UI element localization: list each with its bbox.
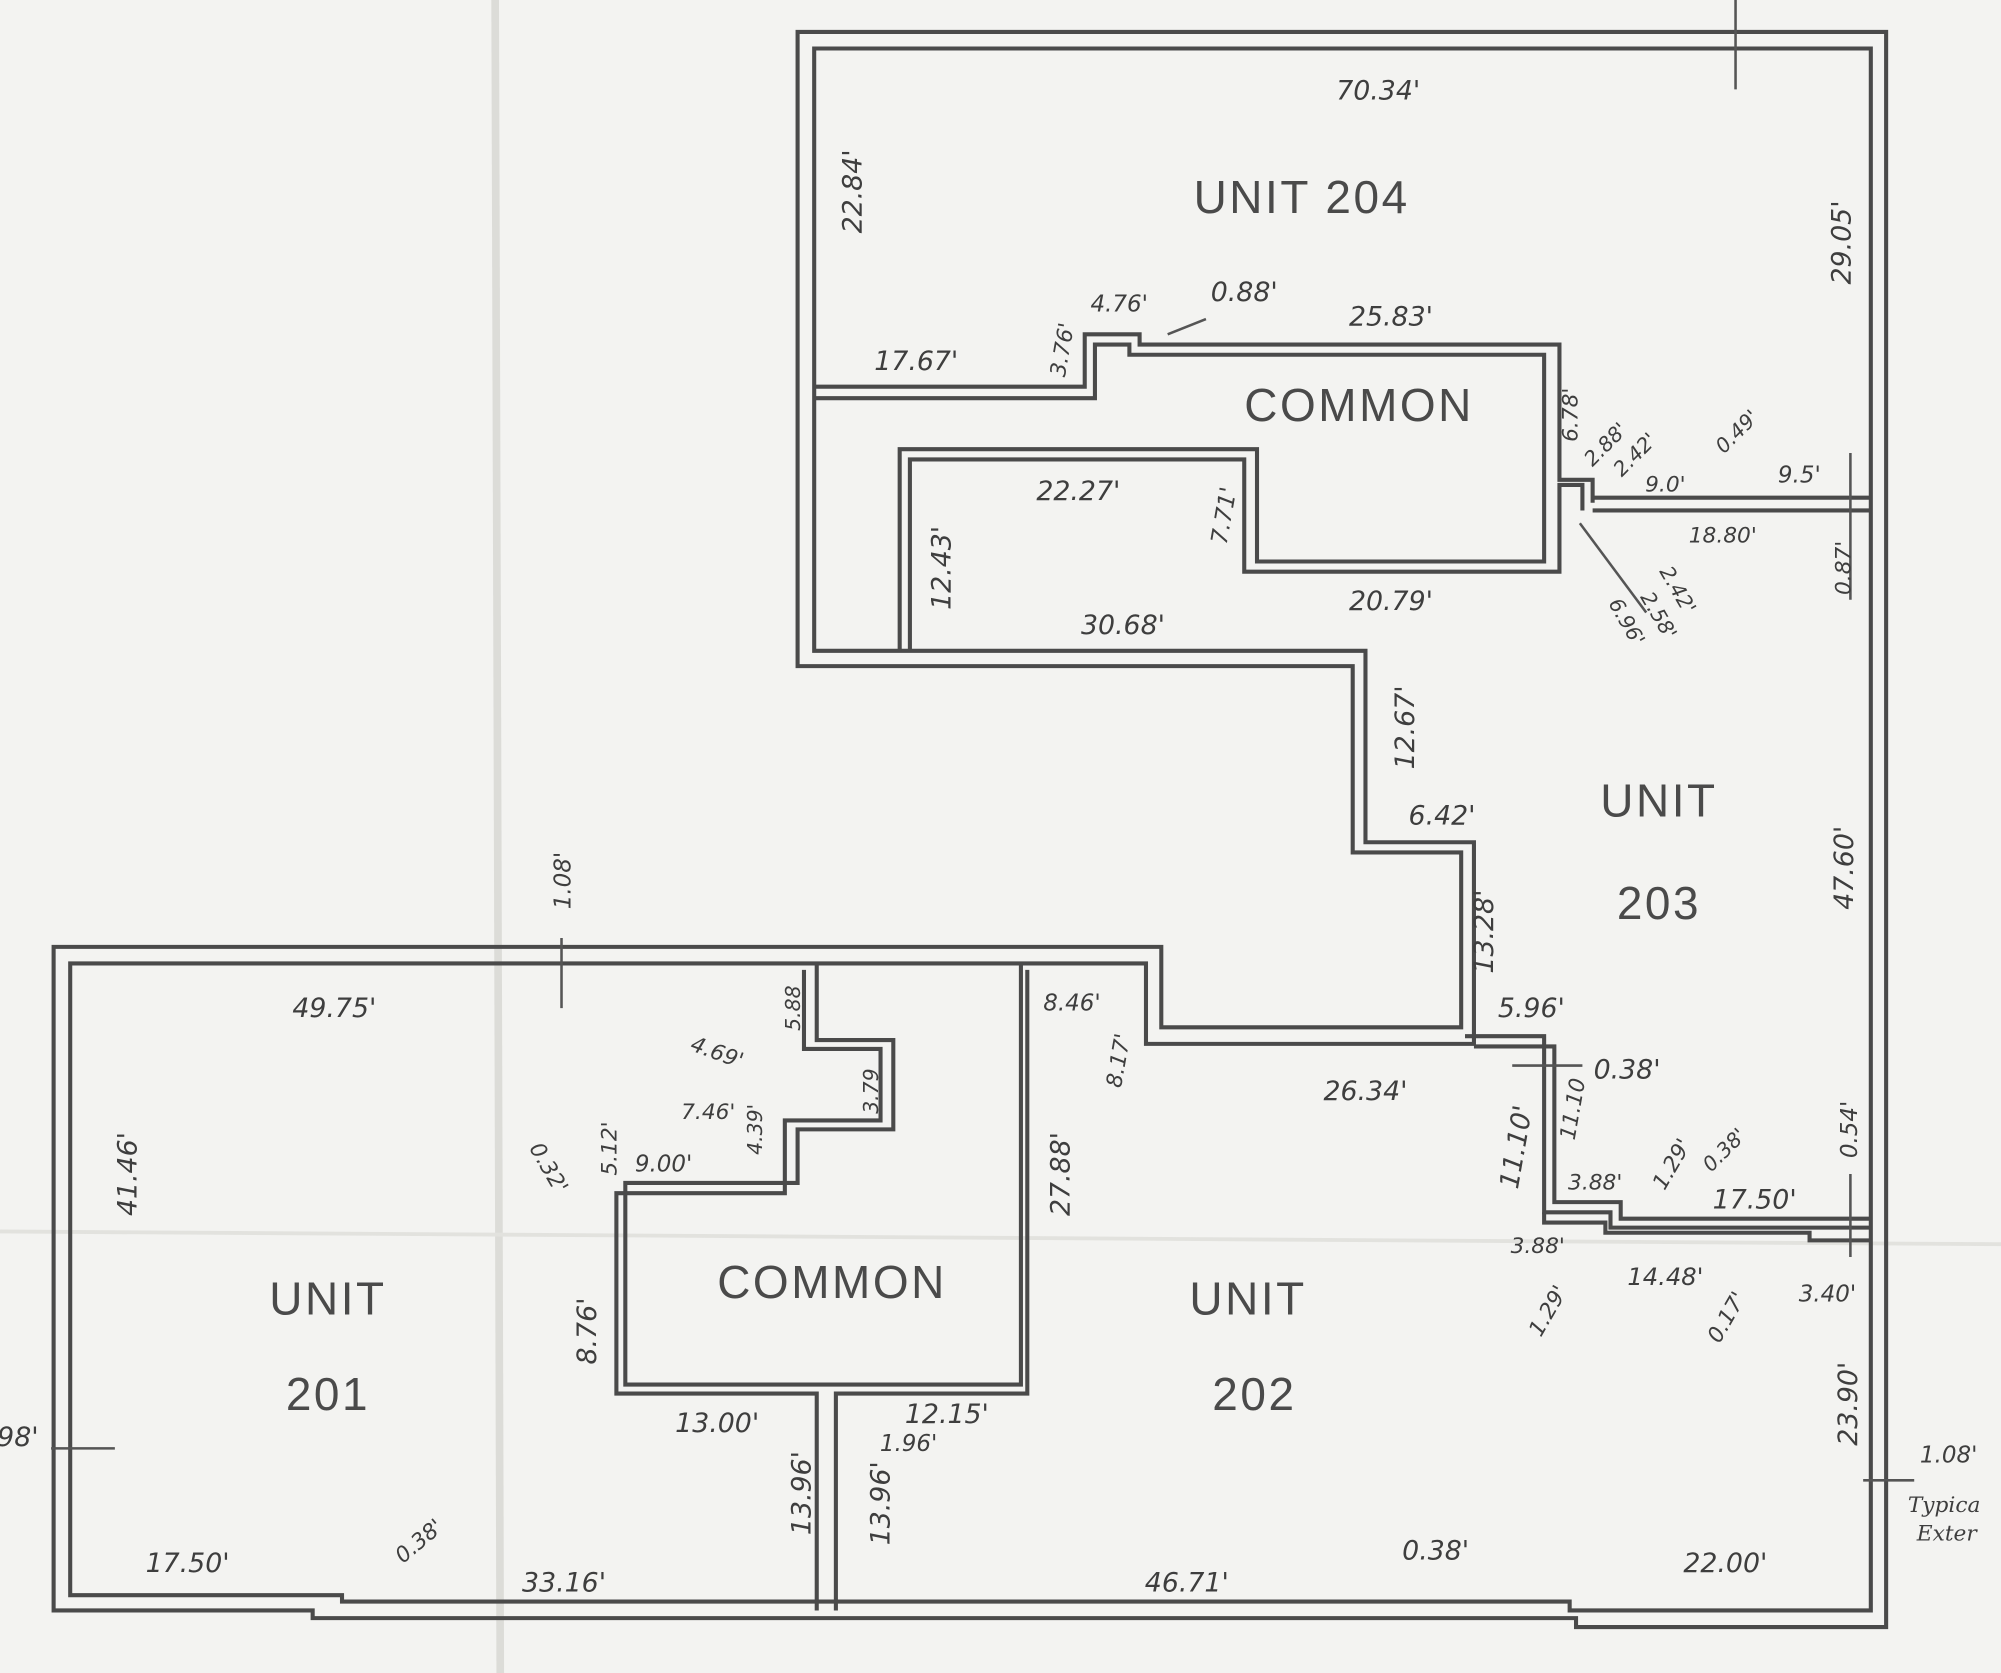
dimension-label: 26.34'	[1323, 1076, 1407, 1107]
room-label-unit-203-number: 203	[1617, 877, 1701, 929]
dimension-label: 0.88'	[1211, 277, 1278, 308]
dimension-label: 5.88	[781, 985, 805, 1030]
dimension-label: 1.29'	[1648, 1135, 1697, 1194]
dimension-label: 23.90'	[1833, 1362, 1864, 1446]
dimension-label: 11.10'	[1494, 1103, 1539, 1191]
room-label-unit-202: UNIT	[1189, 1272, 1306, 1324]
dimension-label: 46.71'	[1145, 1567, 1229, 1598]
dimension-label: 13.00'	[675, 1408, 759, 1439]
dimension-label: 0.54'	[1837, 1101, 1863, 1158]
dimension-label: 25.83'	[1349, 301, 1433, 332]
dimension-label: 9.5'	[1778, 462, 1821, 488]
dimension-label: 9.00'	[635, 1151, 692, 1177]
dimension-label: 3.88'	[1511, 1234, 1565, 1259]
dimension-label: 6.42'	[1409, 800, 1476, 831]
room-label-unit-203: UNIT	[1600, 775, 1717, 827]
room-label-unit-201-number: 201	[286, 1368, 370, 1420]
dimension-label: 3.88'	[1568, 1170, 1622, 1195]
dimension-label: 3.76'	[1046, 321, 1080, 379]
note-exterior: Exter	[1916, 1521, 1979, 1546]
dimension-label: 20.79'	[1349, 586, 1433, 617]
dimension-label: 17.50'	[1713, 1184, 1797, 1215]
dimension-label: 0.38'	[1402, 1535, 1469, 1566]
dimension-label: 11.10	[1556, 1076, 1591, 1141]
room-label-common-upper: COMMON	[1244, 379, 1474, 431]
room-label-unit-204: UNIT 204	[1194, 171, 1410, 223]
dimension-label: 22.00'	[1683, 1548, 1767, 1579]
dimension-label: 29.05'	[1826, 200, 1857, 284]
dimension-label: 33.16'	[522, 1567, 606, 1598]
dimension-label: 41.46'	[113, 1132, 144, 1216]
dimension-label: 27.88'	[1045, 1132, 1076, 1216]
dimension-label: 5.96'	[1498, 993, 1565, 1024]
dimension-label: 14.48'	[1627, 1262, 1703, 1291]
dimension-label: 13.28'	[1469, 890, 1500, 974]
dimension-label: 22.27'	[1036, 476, 1120, 507]
dimension-label: 70.34'	[1336, 76, 1420, 107]
dimension-label: 18.80'	[1689, 523, 1757, 548]
dimension-label: 49.75'	[292, 993, 376, 1024]
room-label-unit-202-number: 202	[1212, 1368, 1296, 1420]
dimension-label: 12.15'	[905, 1399, 989, 1430]
dimension-label: 98'	[0, 1422, 39, 1453]
dimension-label: 12.43'	[927, 526, 958, 610]
dimension-label: 4.39'	[743, 1104, 767, 1155]
dimension-label: 0.38'	[1594, 1054, 1661, 1085]
room-label-unit-201: UNIT	[269, 1272, 386, 1324]
walls	[51, 29, 1889, 1630]
dimension-label: 0.38'	[1698, 1123, 1751, 1176]
dimension-label: 9.0'	[1645, 472, 1685, 497]
dimension-label: 8.46'	[1043, 991, 1100, 1017]
dimension-label: 1.29'	[1524, 1281, 1573, 1340]
dimension-label: 3.79	[859, 1068, 883, 1113]
dimension-label: 0.17'	[1703, 1288, 1752, 1347]
dimension-label: 1.96'	[880, 1431, 937, 1457]
dimension-label: 4.69'	[687, 1032, 747, 1074]
dimension-label: 1.08'	[550, 852, 576, 909]
dimension-label: 8.76'	[572, 1297, 603, 1364]
dimension-label: 0.32'	[524, 1138, 573, 1197]
dimension-label: 7.71'	[1207, 485, 1243, 546]
dimension-label: 47.60'	[1829, 826, 1860, 910]
dimension-label: 13.96'	[865, 1461, 896, 1545]
dimension-label: 17.50'	[146, 1548, 230, 1579]
dimension-arrows	[51, 0, 1915, 1482]
note-typical: Typica	[1908, 1493, 1981, 1518]
dimension-label: 30.68'	[1081, 610, 1165, 641]
dimension-label: 5.12'	[597, 1121, 622, 1175]
dimension-label: 7.46'	[681, 1100, 735, 1125]
dimension-label: 4.76'	[1090, 291, 1147, 317]
dimension-label: 17.67'	[874, 346, 958, 377]
dimension-label: 0.49'	[1710, 405, 1763, 458]
room-label-common-lower: COMMON	[717, 1256, 947, 1308]
dimension-label: 0.38'	[391, 1515, 449, 1569]
dimension-label: 13.96'	[786, 1451, 817, 1535]
paper-fold	[491, 0, 505, 1673]
dimension-label: 3.40'	[1799, 1282, 1856, 1308]
dimension-label: 0.87'	[1831, 541, 1856, 595]
paper-crease	[0, 1229, 2001, 1247]
dimension-label: 8.17'	[1102, 1032, 1136, 1090]
dimension-label: 22.84'	[837, 149, 868, 233]
dimension-label: 1.08'	[1920, 1442, 1977, 1468]
dimension-label: 6.78'	[1558, 388, 1583, 442]
dimension-label: 12.67'	[1390, 685, 1421, 769]
